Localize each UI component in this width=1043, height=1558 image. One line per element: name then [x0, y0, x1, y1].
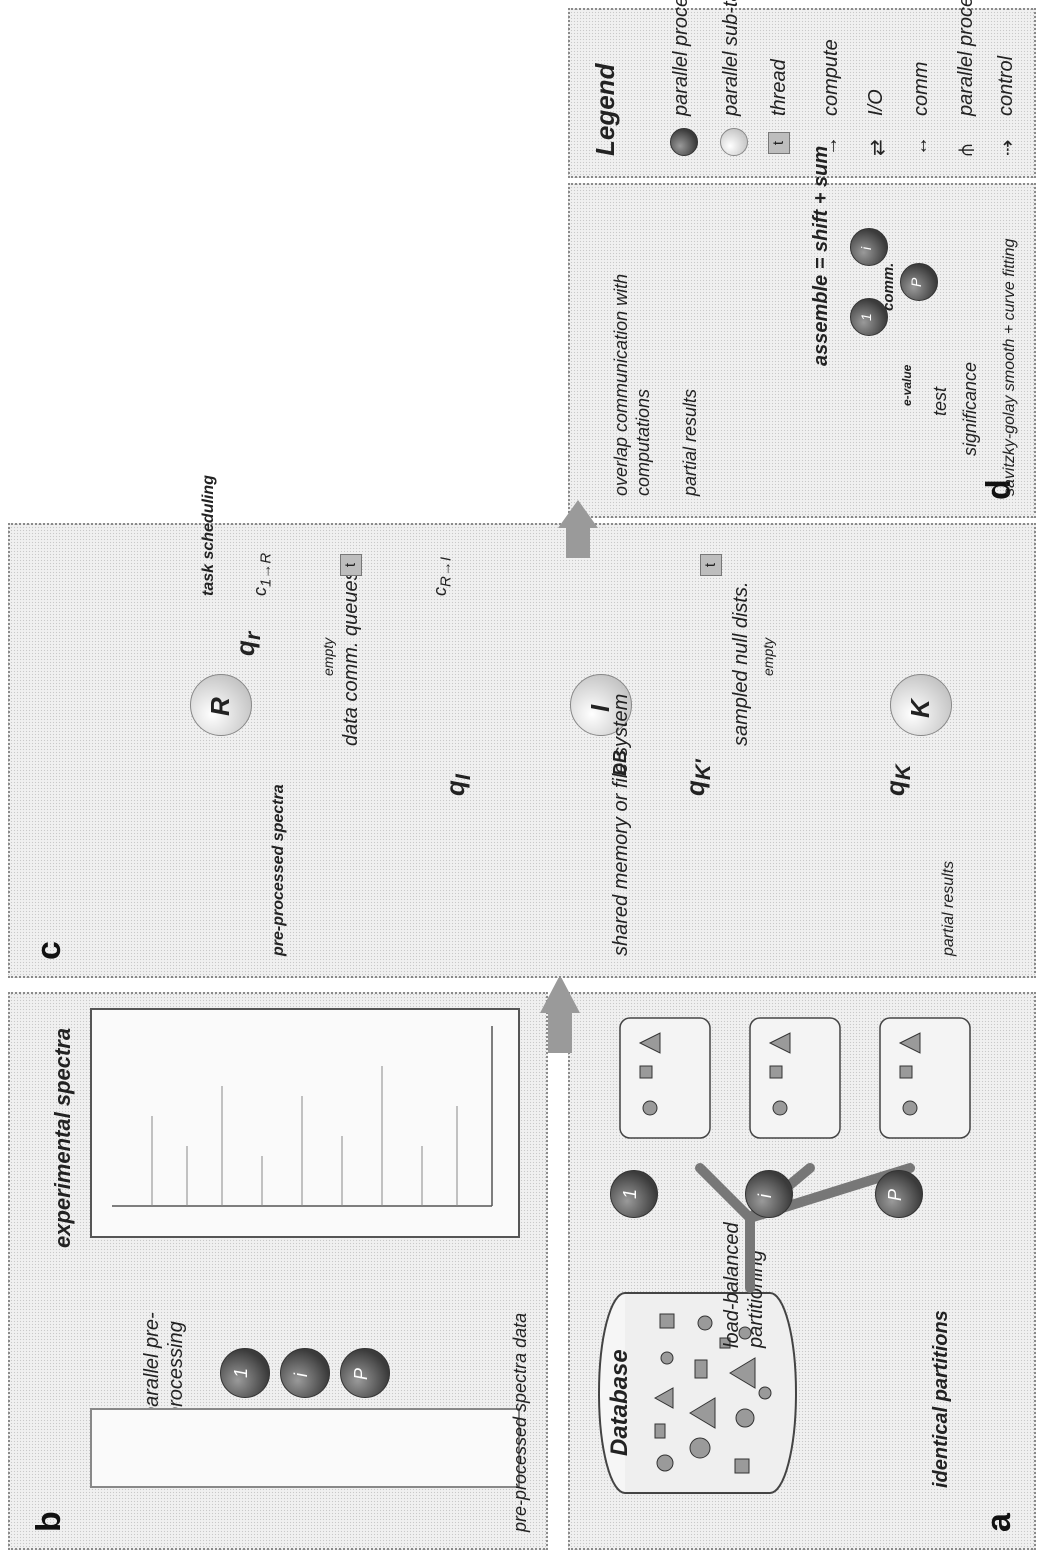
thread-sched-1: t	[340, 554, 362, 576]
legend-comm: comm	[910, 62, 933, 116]
preprocessing-label: parallel pre-processing	[140, 1298, 188, 1418]
partial-c-label: partial results	[940, 861, 958, 956]
null-dists-label: sampled null dists.	[730, 581, 753, 746]
node-k-label: K	[905, 699, 936, 718]
preproc-label-i: i	[291, 1373, 312, 1377]
panel-c-label: c	[30, 941, 69, 960]
legend-parallel-subtask-icon	[720, 128, 748, 156]
database-title: Database	[606, 1349, 634, 1456]
arrow-c-to-d	[558, 498, 598, 558]
preprocessed-data-label: pre-processed spectra data	[510, 1313, 531, 1532]
shared-memory-label: shared memory or file system	[610, 694, 633, 956]
legend-thread: thread	[768, 59, 791, 116]
experimental-spectra-label: experimental spectra	[50, 1028, 76, 1248]
data-queues-label: data comm. queues	[340, 570, 363, 746]
evalue-label: e-value	[900, 365, 914, 406]
panel-c: c task scheduling c1→R cR→I R I K qr qI …	[8, 523, 1036, 978]
q-k-in-label: qK'	[680, 759, 716, 796]
legend-comm-icon: ↔	[910, 136, 933, 156]
preproc-label-p: P	[351, 1368, 372, 1380]
legend-parallel-processing-icon: ⫛	[955, 144, 978, 156]
legend-io: I/O	[865, 89, 888, 116]
assemble-label: assemble = shift + sum	[810, 146, 833, 366]
legend-control-icon: ⇢	[995, 139, 1020, 156]
preprocessed-c-label: pre-processed spectra	[270, 784, 288, 956]
legend-compute: compute	[820, 39, 843, 116]
legend-panel: Legend parallel process parallel sub-tas…	[568, 8, 1036, 178]
significance-label: significance	[960, 362, 981, 456]
legend-title: Legend	[590, 64, 621, 156]
thread-sched-2: t	[700, 554, 722, 576]
arrow-b-to-c	[540, 973, 580, 1053]
node-r-label: R	[205, 697, 236, 716]
partial-results-d-label: partial results	[680, 389, 701, 496]
legend-io-icon: ⇄	[865, 139, 890, 156]
legend-parallel-subtask: parallel sub-task	[720, 0, 743, 116]
panel-b: b experimental spectra parallel pre-proc…	[8, 992, 548, 1550]
process-label-i: i	[755, 1194, 776, 1198]
comm-label-p: P	[908, 278, 924, 287]
task-scheduling-label: task scheduling	[200, 475, 218, 596]
panel-a-label: a	[980, 1513, 1019, 1532]
preproc-label-1: 1	[231, 1368, 252, 1378]
legend-parallel-processing: parallel processing	[955, 0, 978, 116]
comm-label: comm.	[880, 263, 897, 311]
empty-label-1: empty	[320, 638, 336, 676]
legend-thread-icon: t	[768, 132, 790, 154]
q-k-label: qK	[880, 764, 916, 796]
q-r-label: qr	[230, 632, 266, 656]
test-label: test	[930, 387, 951, 416]
savitzky-label: savitzky-golay smooth + curve fitting	[1000, 196, 1020, 496]
c-right-label: cR→I	[430, 557, 455, 596]
legend-parallel-process: parallel process	[670, 0, 693, 116]
process-label-1: 1	[620, 1189, 641, 1199]
comm-label-i: i	[858, 247, 874, 250]
experimental-spectrum-plot	[90, 1008, 520, 1238]
preprocessed-spectrum-plot	[90, 1408, 520, 1488]
c-left-label: c1→R	[250, 553, 275, 596]
q-i-label: qI	[440, 774, 476, 796]
legend-parallel-process-icon	[670, 128, 698, 156]
panel-d: d assemble = shift + sum 1 i P comm. ove…	[568, 183, 1036, 518]
process-label-p: P	[885, 1189, 906, 1201]
identical-partitions-label: identical partitions	[930, 1310, 953, 1488]
empty-label-2: empty	[760, 638, 776, 676]
partition-cylinders	[610, 1008, 990, 1148]
legend-control: control	[995, 56, 1018, 116]
comm-label-1: 1	[858, 313, 874, 321]
panel-b-label: b	[30, 1511, 69, 1532]
panel-a: a Database load-balanced partitioning	[568, 992, 1036, 1550]
parallel-processing-symbol-a	[690, 1148, 930, 1288]
overlap-label: overlap communication with computations	[610, 216, 654, 496]
